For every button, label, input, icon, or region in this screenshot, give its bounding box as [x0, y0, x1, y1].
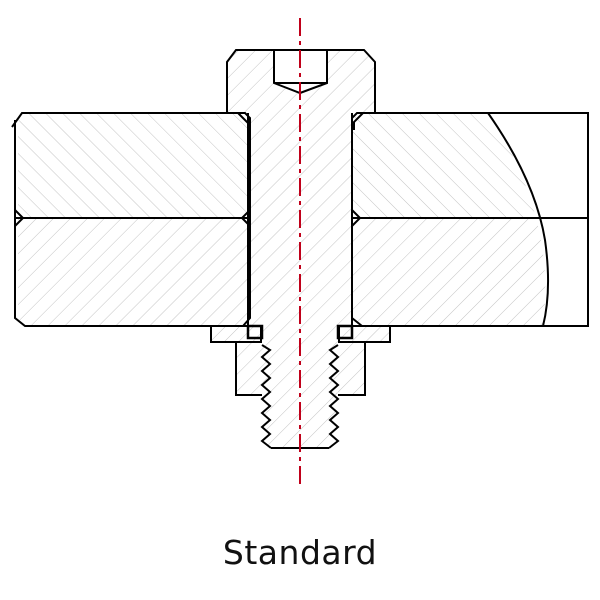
nut — [236, 342, 365, 395]
drawing-caption: Standard — [222, 533, 378, 572]
lower-plate-left — [18, 218, 250, 326]
outlines — [11, 49, 589, 449]
upper-plate-right — [352, 113, 536, 218]
lower-plate-right — [352, 218, 546, 326]
upper-plate-left — [18, 113, 250, 218]
